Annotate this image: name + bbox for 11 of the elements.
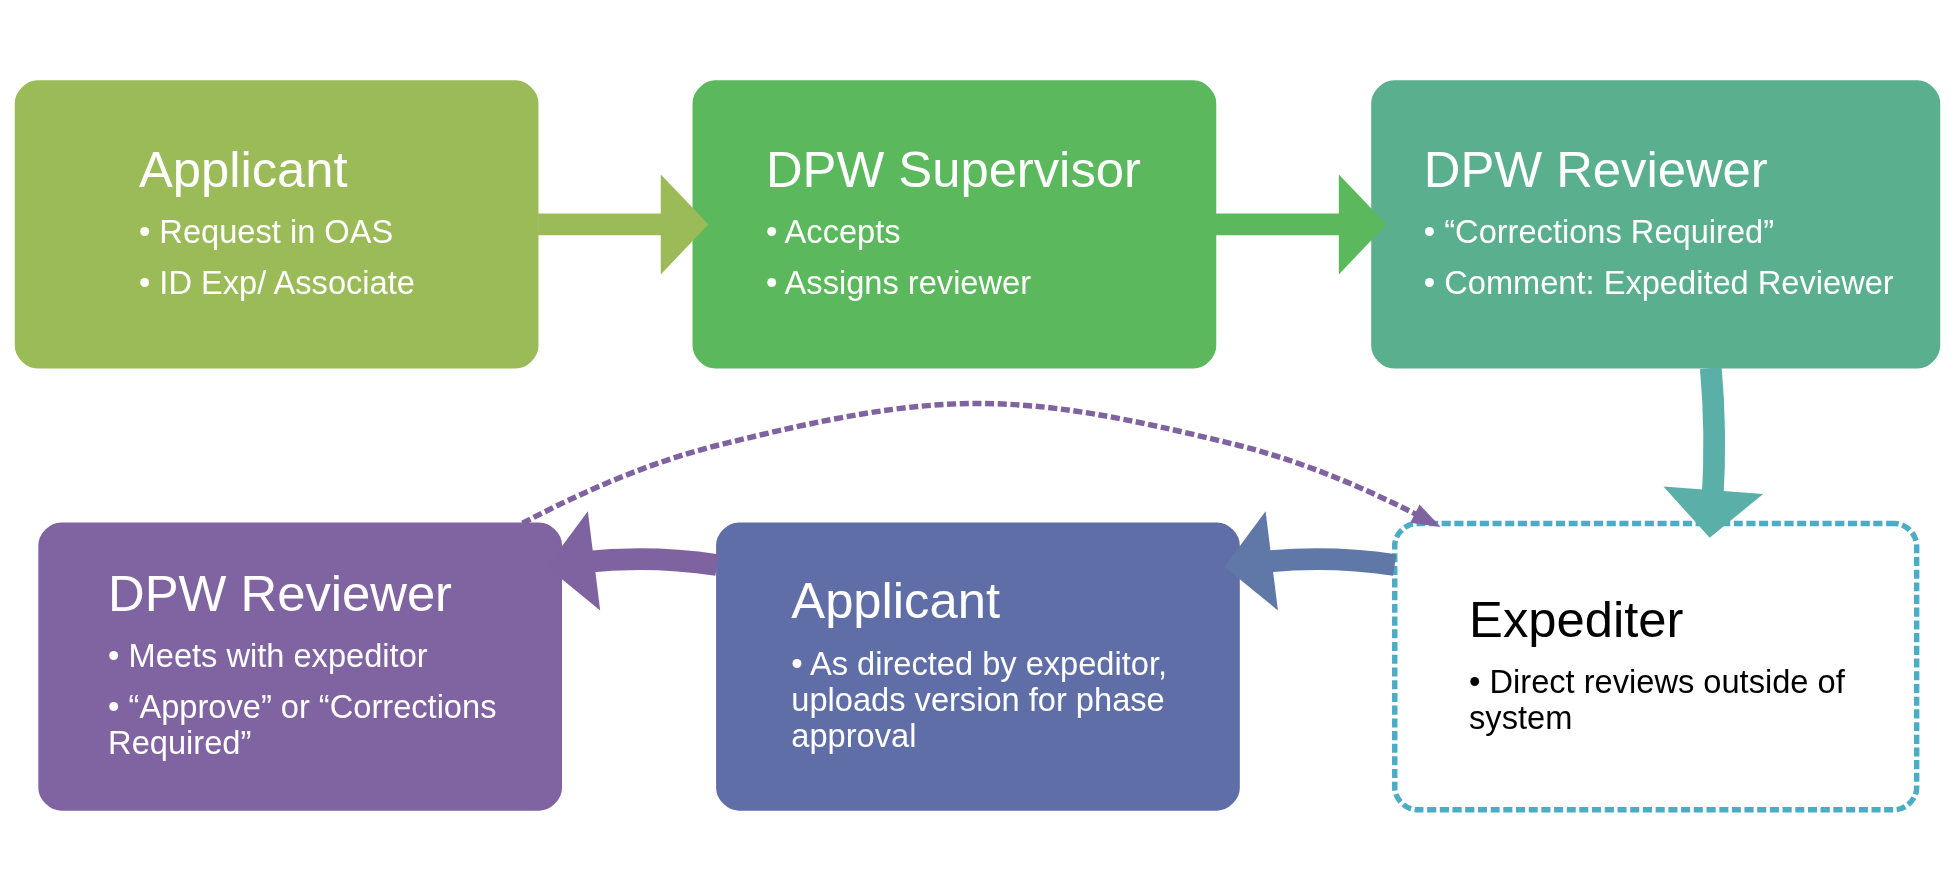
node-box: DPW Reviewer • “Corrections Required” • Comment: Expedited Reviewer xyxy=(1371,80,1941,369)
node-box: Expediter • Direct reviews outside of system xyxy=(1392,520,1920,813)
arrow xyxy=(521,400,1441,527)
arrow xyxy=(1216,174,1387,275)
node-box: DPW Reviewer • Meets with expeditor • “Approve” or “Corrections Required” xyxy=(38,522,563,811)
node-box: Applicant • Request in OAS • ID Exp/ Associate xyxy=(14,80,539,369)
arrow xyxy=(1224,511,1397,611)
node-box: DPW Supervisor • Accepts • Assigns reviewer xyxy=(692,80,1217,369)
node-box: Applicant • As directed by expeditor, uploads version for phase approval xyxy=(716,522,1240,811)
arrow xyxy=(1663,367,1764,538)
arrow xyxy=(538,174,709,275)
